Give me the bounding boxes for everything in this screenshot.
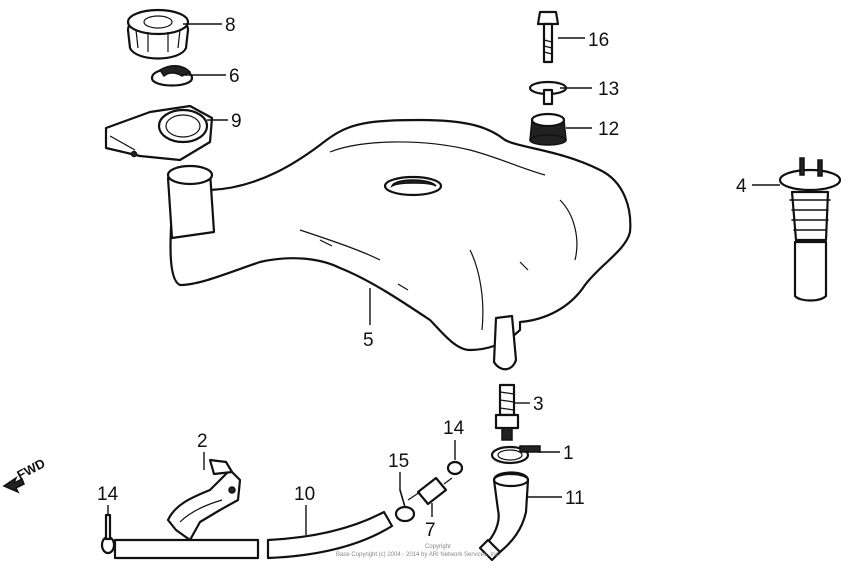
hose-clamp[interactable]: [490, 445, 541, 465]
elbow-hose[interactable]: [478, 471, 530, 562]
callout-6: 6: [229, 66, 240, 87]
small-clip[interactable]: [394, 489, 416, 523]
callout-9: 9: [231, 111, 242, 132]
rubber-mount[interactable]: [529, 112, 567, 146]
callout-7: 7: [425, 520, 436, 541]
callout-labels: 8 6 9 16 13 12 4 5 3 1 11 2 10 14 14 15 …: [97, 15, 747, 541]
cap-gasket[interactable]: [150, 65, 194, 87]
copyright-footer: Copyright Base Copyright (c) 2004 - 2014…: [336, 544, 500, 558]
callout-10: 10: [294, 484, 315, 505]
callout-8: 8: [225, 15, 236, 36]
filler-neck-bracket[interactable]: [104, 104, 214, 162]
hose-clip-left[interactable]: [100, 513, 116, 555]
fuel-sender[interactable]: [778, 157, 842, 302]
fuel-tank[interactable]: [166, 118, 632, 371]
callout-5: 5: [363, 330, 374, 351]
washer[interactable]: [528, 80, 568, 106]
callout-11: 11: [565, 488, 585, 509]
copyright-line-2: Base Copyright (c) 2004 - 2014 by ARI Ne…: [336, 552, 500, 558]
callout-13: 13: [598, 79, 619, 100]
hose-clip-right[interactable]: [446, 460, 464, 476]
bolt[interactable]: [536, 10, 560, 64]
callout-14-right: 14: [443, 418, 465, 439]
callout-2: 2: [197, 431, 208, 452]
fuel-cap[interactable]: [126, 8, 190, 60]
callout-16: 16: [588, 30, 609, 51]
fwd-label: FWD: [14, 456, 47, 483]
callout-4: 4: [736, 176, 747, 197]
leader-lines: [107, 23, 780, 535]
forward-direction-indicator: FWD: [2, 456, 48, 494]
callout-12: 12: [598, 119, 619, 140]
fuel-filter[interactable]: [407, 476, 453, 506]
hose-guide-bracket[interactable]: [166, 458, 242, 542]
callout-14-left: 14: [97, 484, 119, 505]
fuel-valve[interactable]: [494, 383, 520, 441]
callout-15: 15: [388, 451, 409, 472]
copyright-line-1: Copyright: [425, 544, 451, 550]
callout-1: 1: [563, 443, 574, 464]
forward-arrow-icon: [2, 476, 25, 494]
fuel-hose[interactable]: [113, 510, 394, 560]
callout-3: 3: [533, 394, 544, 415]
